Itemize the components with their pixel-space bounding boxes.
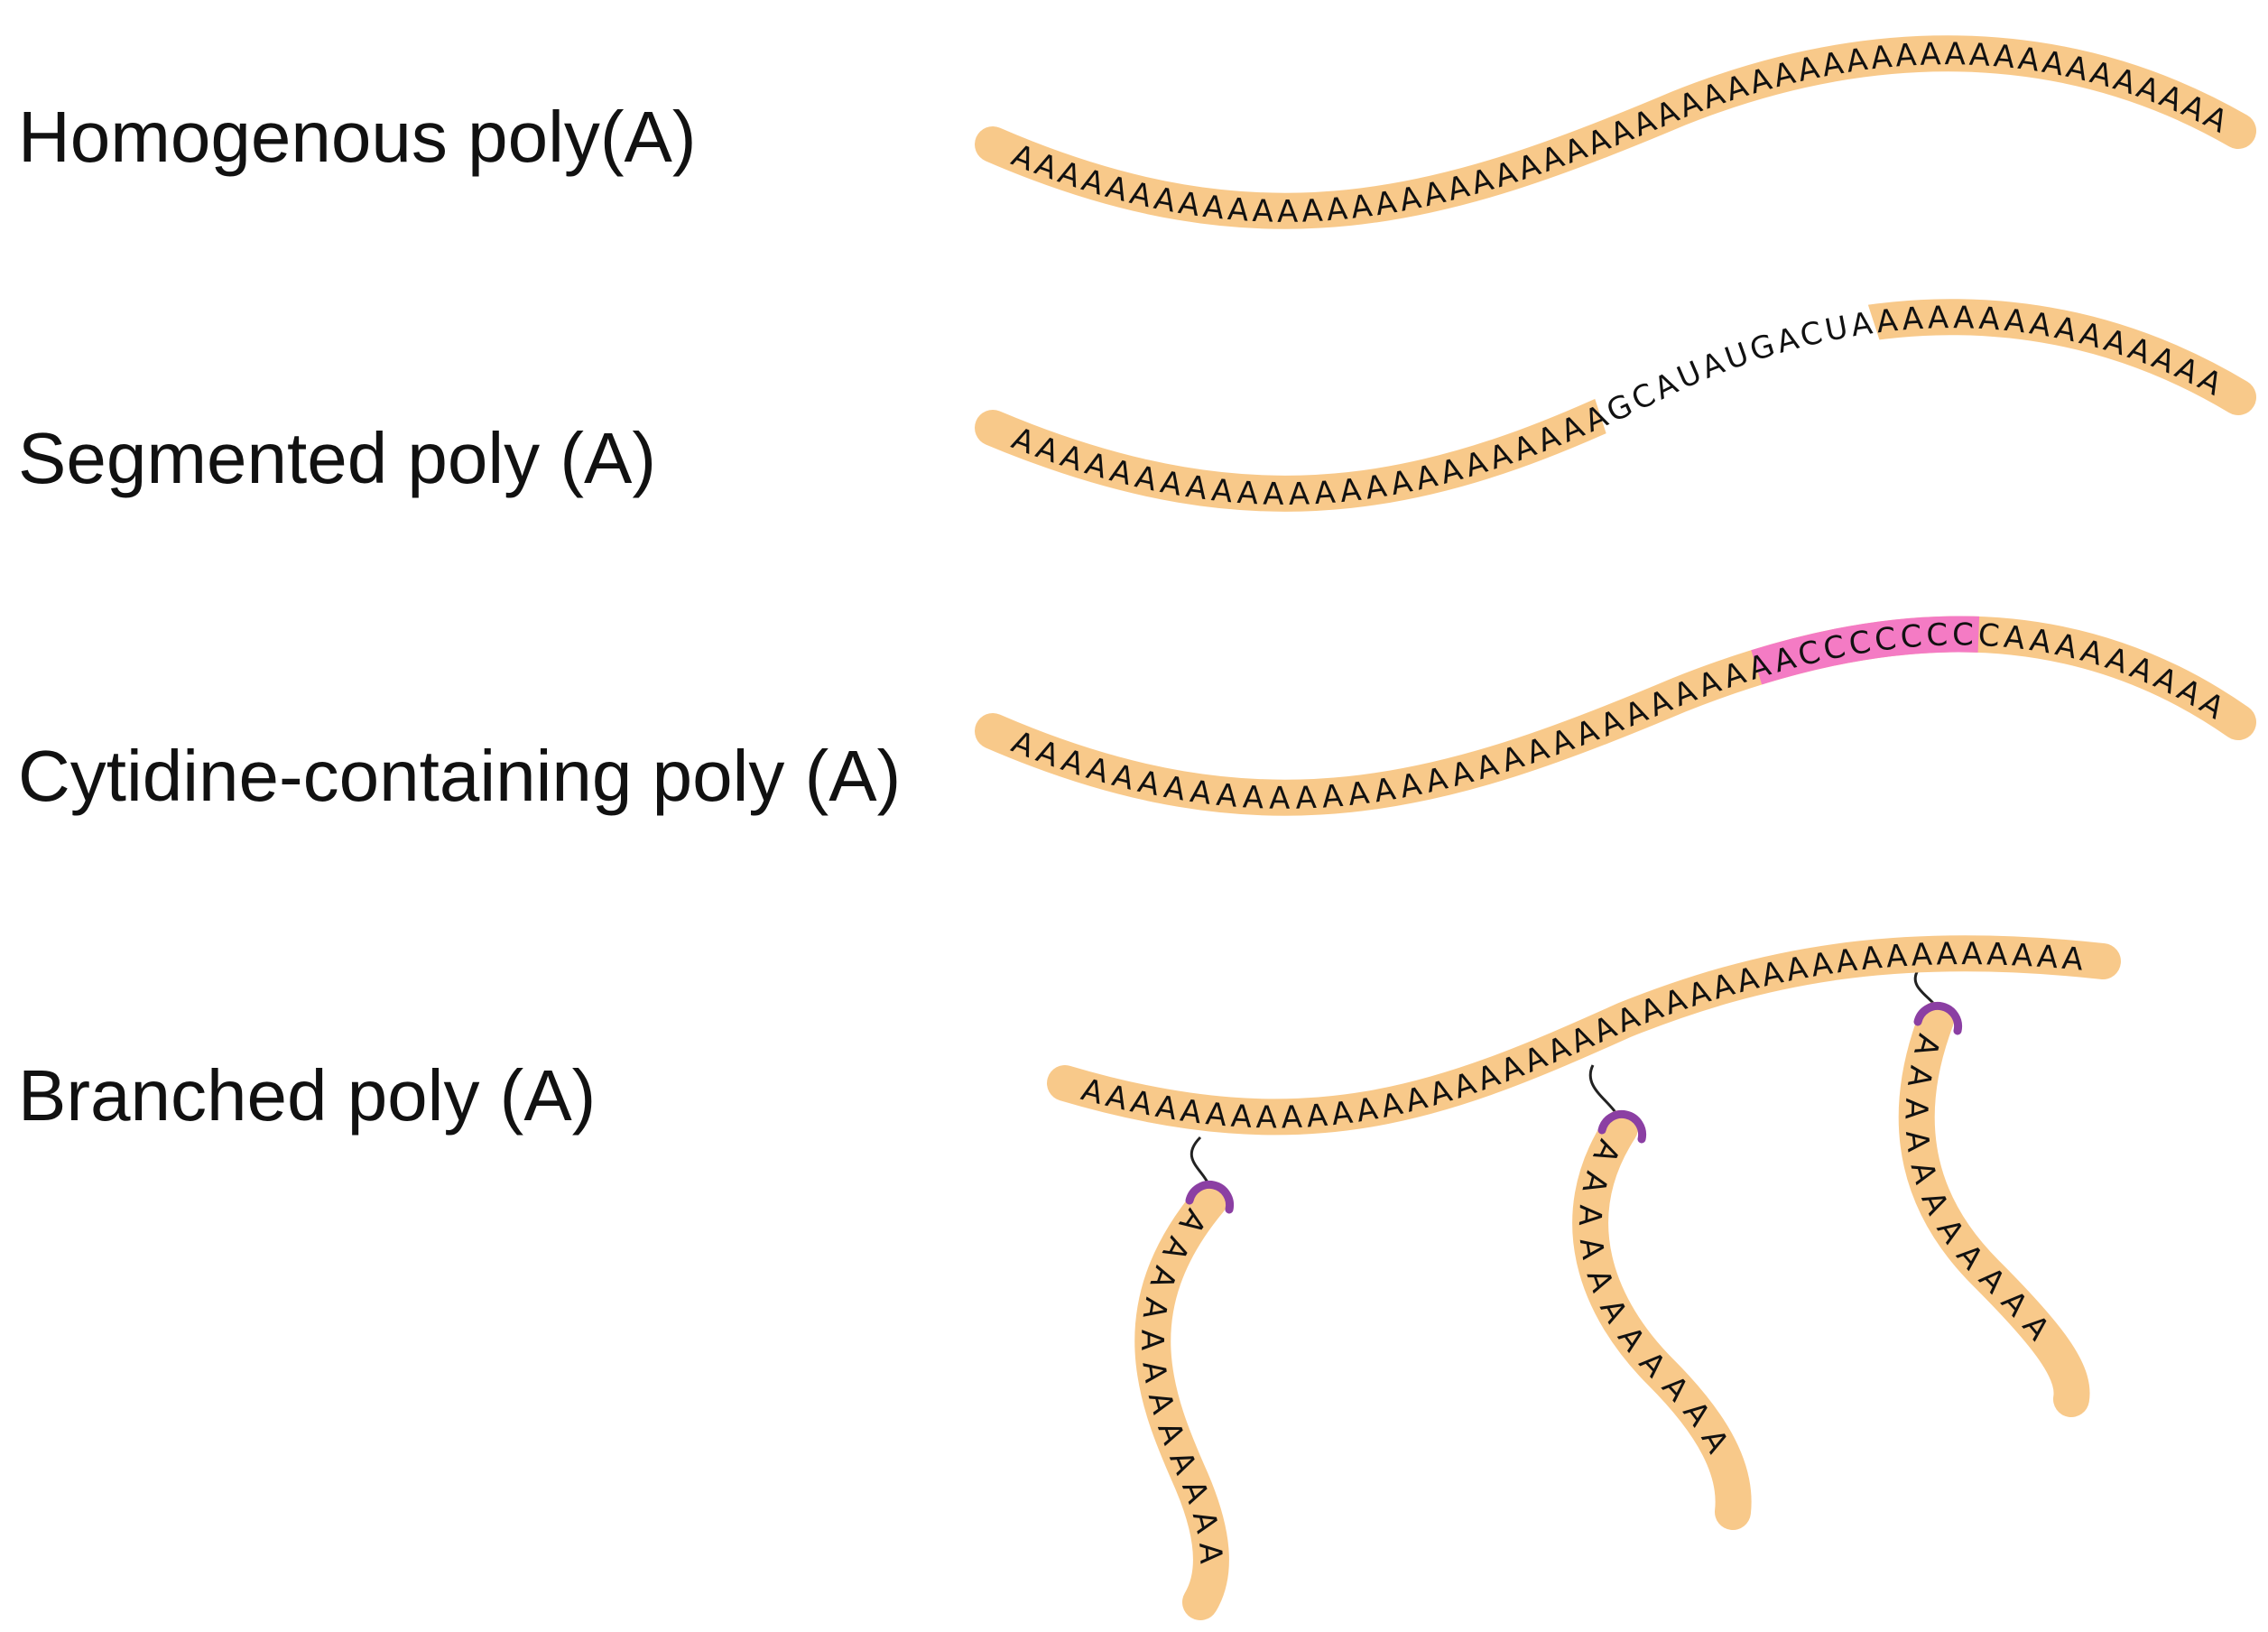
- branch-sequence-text: AAAAAAAAAAAA: [1134, 1202, 1228, 1564]
- sequence-text: AAAAAAAAAAAAAAAAAAAAAAAAAAAAAAAAAAAAAAAA…: [1006, 36, 2233, 230]
- segment-gap: [1586, 283, 1898, 485]
- strand-segmented: AAAAAAAAAAAAAAAAAAAAAAAAGCAUAUGACUAAAAAA…: [993, 283, 2238, 513]
- sequence-text: AAAAAAAAAAAAAAAAAAAAAAAAGCAUAUGACUAAAAAA…: [1007, 300, 2227, 513]
- label-branched-poly-a: Branched poly (A): [18, 1055, 597, 1136]
- strand-cytidine-containing: AAAAAAAAAAAAAAAAAAAAAAAAAAAAAAACCCCCCCCA…: [993, 617, 2238, 817]
- branch-cap: [1913, 1001, 1963, 1035]
- label-cytidine-containing-poly-a: Cytidine-containing poly (A): [18, 736, 902, 816]
- label-homogenous-poly-a: Homogenous poly(A): [18, 97, 697, 177]
- branch-3: AAAAAAAAAAA: [1897, 1001, 2071, 1399]
- strand-branched: AAAAAAAAAAAAAAAAAAAAAAAAAAAAAAAAAAAAAAAA…: [1065, 936, 2103, 1602]
- branch-cap: [1597, 1109, 1647, 1144]
- label-segmented-poly-a: Segmented poly (A): [18, 418, 657, 498]
- branch-cap: [1185, 1180, 1235, 1214]
- branch-2: AAAAAAAAAAA: [1571, 1109, 1736, 1512]
- branch-1: AAAAAAAAAAAA: [1134, 1180, 1235, 1602]
- strand-homogenous: AAAAAAAAAAAAAAAAAAAAAAAAAAAAAAAAAAAAAAAA…: [993, 36, 2238, 230]
